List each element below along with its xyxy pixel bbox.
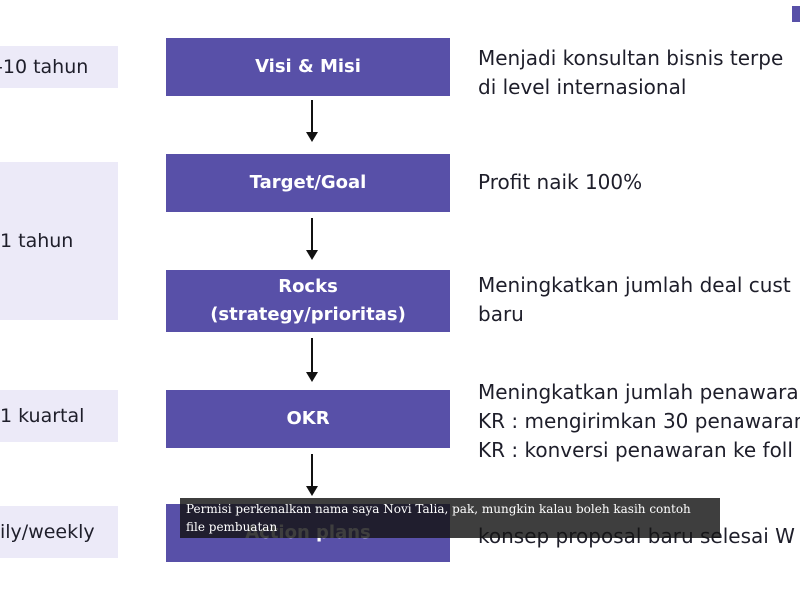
step-label: OKR	[286, 408, 330, 429]
step-label-sub: (strategy/prioritas)	[210, 304, 406, 325]
step-label: Rocks	[278, 276, 338, 297]
horizon-box-weekly: ily/weekly	[0, 506, 118, 558]
description-line: KR : konversi penawaran ke foll	[478, 438, 793, 462]
step-box-visi-misi: Visi & Misi	[166, 38, 450, 96]
subtitle-line: Permisi perkenalkan nama saya Novi Talia…	[186, 502, 691, 516]
step-box-okr: OKR	[166, 390, 450, 448]
horizon-box-quarter: 1 kuartal	[0, 390, 118, 442]
step-label: Visi & Misi	[255, 56, 361, 77]
horizon-box-10-year: -10 tahun	[0, 46, 118, 88]
horizon-label: -10 tahun	[0, 56, 89, 78]
down-arrow-icon	[306, 218, 318, 260]
description-line: KR : mengirimkan 30 penawaran	[478, 409, 800, 433]
down-arrow-icon	[306, 100, 318, 142]
description-line: Profit naik 100%	[478, 170, 643, 194]
description-line: di level internasional	[478, 75, 687, 99]
description-line: Menjadi konsultan bisnis terpe	[478, 46, 784, 70]
description-line: Meningkatkan jumlah deal cust	[478, 273, 791, 297]
horizon-box-1-year: 1 tahun	[0, 162, 118, 320]
horizon-label: ily/weekly	[0, 521, 95, 543]
corner-accent	[792, 6, 800, 22]
step-box-target-goal: Target/Goal	[166, 154, 450, 212]
subtitle-line: file pembuatan	[186, 520, 278, 534]
horizon-label: 1 kuartal	[0, 405, 85, 427]
description-line: baru	[478, 302, 524, 326]
step-box-rocks: Rocks (strategy/prioritas)	[166, 270, 450, 332]
description-line: Meningkatkan jumlah penawara	[478, 380, 799, 404]
step-label: Target/Goal	[249, 172, 367, 193]
description-rocks: Meningkatkan jumlah deal cust baru	[478, 271, 800, 329]
down-arrow-icon	[306, 338, 318, 382]
description-okr: Meningkatkan jumlah penawara KR : mengir…	[478, 378, 800, 465]
description-visi-misi: Menjadi konsultan bisnis terpe di level …	[478, 44, 800, 102]
description-target-goal: Profit naik 100%	[478, 168, 800, 197]
video-subtitle: Permisi perkenalkan nama saya Novi Talia…	[180, 498, 720, 538]
horizon-label: 1 tahun	[0, 230, 74, 252]
down-arrow-icon	[306, 454, 318, 496]
